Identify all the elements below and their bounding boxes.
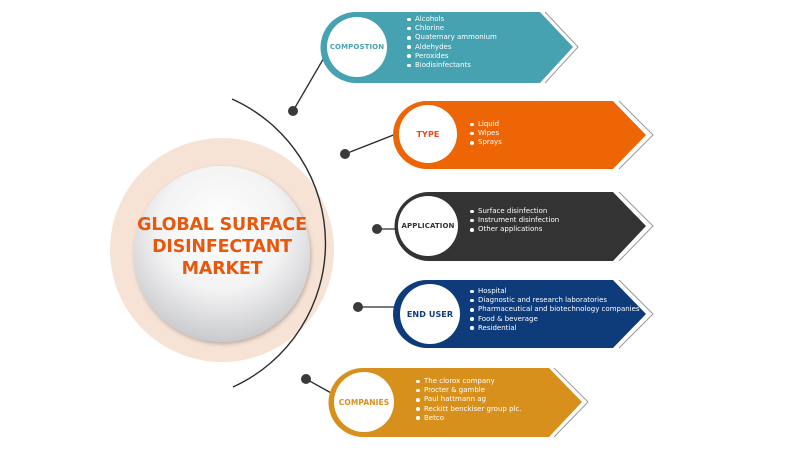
center-circle bbox=[110, 138, 334, 362]
center-title-line2: DISINFECTANT bbox=[152, 237, 292, 257]
segment-items: Liquid Wipes Sprays bbox=[469, 120, 502, 148]
center-title-line1: GLOBAL SURFACE bbox=[137, 215, 307, 235]
segment-items: Hospital Diagnostic and research laborat… bbox=[469, 287, 640, 333]
list-item: Hospital bbox=[469, 287, 640, 296]
segment-items: Alcohols Chlorine Quaternary ammonium Al… bbox=[406, 15, 497, 70]
segment-items: Surface disinfection Instrument disinfec… bbox=[469, 207, 559, 235]
list-item: Procter & gamble bbox=[415, 386, 522, 395]
list-item: Betco bbox=[415, 414, 522, 423]
list-item: Other applications bbox=[469, 225, 559, 234]
segment-label: COMPOSTION bbox=[329, 43, 385, 51]
segment-label: TYPE bbox=[416, 130, 440, 139]
list-item: Pharmaceutical and biotechnology compani… bbox=[469, 305, 640, 314]
list-item: Biodisinfectants bbox=[406, 61, 497, 70]
list-item: Quaternary ammonium bbox=[406, 33, 497, 42]
list-item: Diagnostic and research laboratories bbox=[469, 296, 640, 305]
list-item: Chlorine bbox=[406, 24, 497, 33]
list-item: Instrument disinfection bbox=[469, 216, 559, 225]
segment-items: The clorox company Procter & gamble Paul… bbox=[415, 377, 522, 423]
list-item: Paul hattmann ag bbox=[415, 395, 522, 404]
list-item: Residential bbox=[469, 324, 640, 333]
list-item: Liquid bbox=[469, 120, 502, 129]
banner-composition bbox=[320, 11, 579, 84]
list-item: Alcohols bbox=[406, 15, 497, 24]
list-item: Wipes bbox=[469, 129, 502, 138]
banner-type bbox=[393, 100, 654, 170]
segment-label: APPLICATION bbox=[401, 222, 455, 230]
connector-dots bbox=[288, 106, 382, 384]
list-item: Reckitt benckiser group plc. bbox=[415, 405, 522, 414]
banner-companies bbox=[328, 367, 589, 438]
list-item: Aldehydes bbox=[406, 43, 497, 52]
banner-end-user bbox=[393, 279, 654, 349]
list-item: Peroxides bbox=[406, 52, 497, 61]
banner-application bbox=[394, 191, 654, 262]
segment-label: COMPANIES bbox=[338, 398, 390, 407]
segment-label: END USER bbox=[406, 310, 454, 319]
list-item: Food & beverage bbox=[469, 315, 640, 324]
list-item: The clorox company bbox=[415, 377, 522, 386]
connector-arc bbox=[231, 98, 327, 388]
list-item: Sprays bbox=[469, 138, 502, 147]
center-title: GLOBAL SURFACE DISINFECTANT MARKET bbox=[130, 214, 314, 280]
center-title-line3: MARKET bbox=[181, 259, 263, 279]
list-item: Surface disinfection bbox=[469, 207, 559, 216]
connectors bbox=[292, 55, 398, 395]
